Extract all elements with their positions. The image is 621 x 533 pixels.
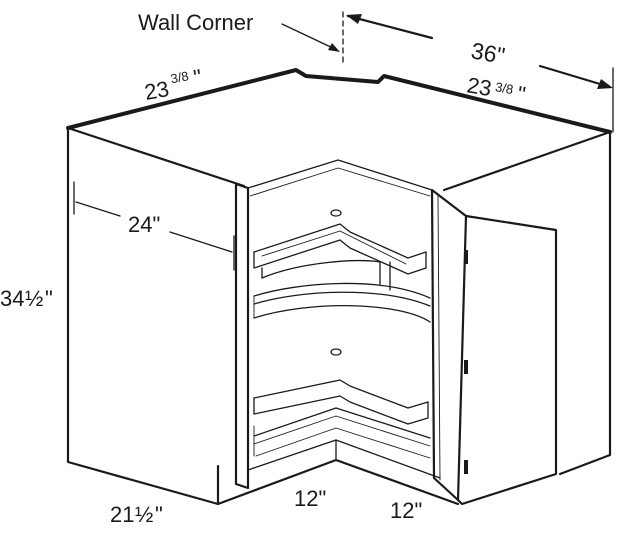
hinge-lower-icon [464,460,468,474]
opening-top-rail-inner [249,167,431,197]
mid-shelf-second-curve [253,291,431,307]
upper-shelf-front-face [253,239,427,275]
door-left-leaf-edge-line [437,195,441,481]
top-left-front-edge [66,126,246,188]
door-left-leaf [430,188,468,502]
top-left-dimension: 23 3/8 " [143,64,204,105]
depth-label: 24" [128,212,160,237]
left-side-panel-edge [66,126,220,506]
lower-shelf-top-edge [253,379,429,409]
width-arrowhead-left [346,14,362,24]
depth-dim-line-left [75,201,121,217]
right-side-panel-edge [558,130,612,476]
base-depth-dimension: 21 ½ " [110,502,163,527]
wall-corner-leader [281,23,338,51]
wall-corner-label: Wall Corner [138,10,253,35]
width-arrow-right-line [538,64,612,89]
lower-pivot-hole [330,348,342,356]
toe-kick-top-right [335,439,441,479]
mid-shelf-bottom-curve [253,305,431,323]
height-fraction: ½ [25,286,43,311]
upper-pivot-hole [330,209,342,217]
bottom-shelf-inner-edge [253,415,431,447]
floor-inner-edge [255,427,431,459]
top-right-front-edge [442,130,612,192]
front-left-label: 12" [294,486,326,511]
upper-shelf-top-edge [253,223,427,259]
upper-shelf-pole-bracket [261,259,381,285]
middle-lazy-susan [253,282,431,323]
width-label: 36" [469,37,507,68]
dimension-lines [73,11,614,271]
top-left-unit: " [192,64,204,90]
opening-top-rail [247,159,433,191]
height-whole: 34 [0,286,24,311]
depth-dim-line-right [169,231,233,253]
left-face-frame-stile [234,182,250,490]
width-arrowhead-right [597,79,613,89]
dimension-labels: Wall Corner 36" 23 3/8 " 23 3/8 " 24" 34… [0,10,527,527]
bottom-shelf-edge [253,407,431,439]
toe-kick-top-left [247,439,337,471]
base-depth-fraction: ½ [135,502,153,527]
hinge-middle-icon [464,360,468,374]
top-left-fraction: 3/8 [169,68,189,86]
upper-shelf-lip [261,230,407,265]
height-dimension: 34 ½ " [0,286,53,311]
folded-door [430,188,558,506]
width-arrow-left-line [346,14,434,40]
cabinet-body [66,68,612,506]
top-right-fraction: 3/8 [494,79,514,97]
upper-lazy-susan [253,209,427,291]
hinge-upper-icon [464,250,468,264]
top-left-whole: 23 [143,76,171,105]
mid-shelf-top-curve [253,282,431,299]
top-right-unit: " [515,81,527,107]
lower-shelf-front-face [253,395,429,425]
door-right-leaf [456,214,558,506]
top-right-whole: 23 [465,72,493,101]
top-right-dimension: 23 3/8 " [465,72,527,107]
base-depth-whole: 21 [110,502,134,527]
wall-corner-arrowhead [328,43,340,52]
base-depth-unit: " [155,502,163,527]
cabinet-top-back-edge [66,68,612,134]
height-unit: " [45,286,53,311]
front-right-label: 12" [390,498,422,523]
lower-lazy-susan [253,348,431,459]
toe-kick-outline [216,458,460,506]
